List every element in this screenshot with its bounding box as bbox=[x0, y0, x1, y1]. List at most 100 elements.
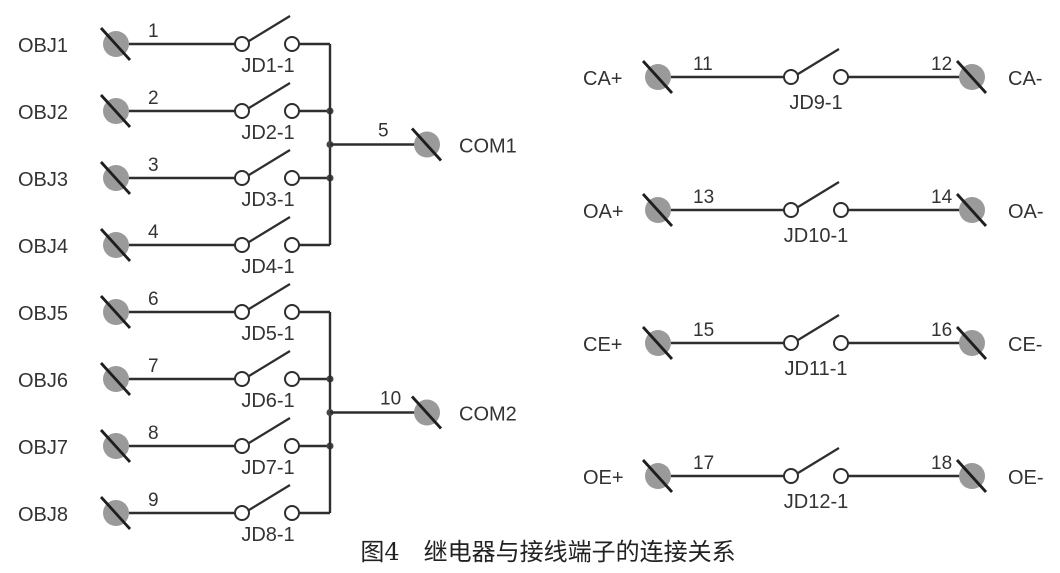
relay-contact-left bbox=[234, 438, 250, 454]
pair-right-number: 14 bbox=[931, 187, 953, 208]
relay-blade bbox=[248, 484, 291, 511]
terminal-number: 3 bbox=[148, 155, 159, 176]
pair-left-number: 17 bbox=[693, 453, 714, 474]
relay-label: JD2-1 bbox=[241, 122, 294, 144]
relay-switch-icon bbox=[234, 417, 300, 454]
relay-switch-icon bbox=[234, 283, 300, 320]
relay-switch-icon bbox=[783, 48, 849, 85]
terminal-slash bbox=[641, 459, 674, 493]
terminal-slash bbox=[99, 94, 132, 128]
relay-contact-right bbox=[284, 304, 300, 320]
relay-contact-left bbox=[783, 335, 799, 351]
relay-switch-icon bbox=[234, 216, 300, 253]
terminal-icon bbox=[955, 193, 988, 227]
channel-label: OBJ3 bbox=[18, 169, 68, 191]
relay-label: JD5-1 bbox=[241, 323, 294, 345]
common-terminal-number: 10 bbox=[380, 389, 401, 410]
relay-blade bbox=[797, 314, 840, 341]
terminal-slash bbox=[955, 459, 988, 493]
relay-contact-left bbox=[234, 371, 250, 387]
relay-blade bbox=[797, 48, 840, 75]
pair-right-number: 12 bbox=[931, 54, 952, 75]
channel-label: OBJ1 bbox=[18, 35, 68, 57]
terminal-icon bbox=[410, 395, 443, 430]
pair-left-number: 13 bbox=[693, 187, 714, 208]
terminal-number: 9 bbox=[148, 490, 159, 511]
pair-right-label: OA- bbox=[1008, 201, 1044, 223]
relay-contact-left bbox=[783, 468, 799, 484]
terminal-icon bbox=[99, 94, 132, 128]
relay-switch-icon bbox=[783, 181, 849, 218]
terminal-slash bbox=[955, 60, 988, 94]
terminal-slash bbox=[99, 295, 132, 329]
terminal-number: 2 bbox=[148, 88, 159, 109]
channel-label: OBJ8 bbox=[18, 504, 68, 526]
terminal-icon bbox=[99, 295, 132, 329]
relay-blade bbox=[797, 181, 840, 208]
pair-right-number: 18 bbox=[931, 453, 952, 474]
terminal-number: 7 bbox=[148, 356, 159, 377]
terminal-slash bbox=[99, 228, 132, 262]
relay-contact-left bbox=[234, 103, 250, 119]
relay-label: JD6-1 bbox=[241, 390, 294, 412]
relay-blade bbox=[248, 283, 291, 310]
terminal-icon bbox=[99, 496, 132, 530]
relay-contact-left bbox=[783, 202, 799, 218]
terminal-slash bbox=[641, 193, 674, 227]
pair-right-number: 16 bbox=[931, 320, 952, 341]
obj-relay-block: OBJ11JD1-1OBJ22JD2-1OBJ33JD3-1OBJ44JD4-1… bbox=[18, 15, 517, 546]
relay-contact-left bbox=[783, 69, 799, 85]
relay-group-com2: OBJ56JD5-1OBJ67JD6-1OBJ78JD7-1OBJ89JD8-1… bbox=[18, 283, 517, 546]
relay-contact-left bbox=[234, 237, 250, 253]
terminal-slash bbox=[99, 161, 132, 195]
terminal-icon bbox=[99, 161, 132, 195]
channel-label: OBJ5 bbox=[18, 303, 68, 325]
relay-contact-left bbox=[234, 170, 250, 186]
channel-label: OBJ2 bbox=[18, 102, 68, 124]
terminal-slash bbox=[641, 326, 674, 360]
relay-contact-left bbox=[234, 505, 250, 521]
relay-label: JD7-1 bbox=[241, 457, 294, 479]
relay-label: JD10-1 bbox=[784, 225, 848, 247]
relay-blade bbox=[248, 417, 291, 444]
relay-blade bbox=[248, 350, 291, 377]
relay-contact-right bbox=[284, 36, 300, 52]
terminal-icon bbox=[410, 127, 443, 162]
relay-label: JD4-1 bbox=[241, 256, 294, 278]
terminal-icon bbox=[641, 60, 674, 94]
figure-caption: 图4 继电器与接线端子的连接关系 bbox=[360, 538, 735, 566]
terminal-number: 1 bbox=[148, 21, 159, 42]
relay-switch-icon bbox=[234, 149, 300, 186]
relay-blade bbox=[248, 82, 291, 109]
pair-left-label: CA+ bbox=[583, 68, 622, 90]
relay-switch-icon bbox=[783, 447, 849, 484]
terminal-icon bbox=[955, 459, 988, 493]
relay-contact-right bbox=[833, 468, 849, 484]
terminal-slash bbox=[641, 60, 674, 94]
terminal-icon bbox=[641, 326, 674, 360]
terminal-icon bbox=[955, 60, 988, 94]
pair-left-number: 15 bbox=[693, 320, 714, 341]
common-label: COM1 bbox=[459, 136, 517, 158]
terminal-number: 4 bbox=[148, 222, 159, 243]
terminal-icon bbox=[641, 459, 674, 493]
terminal-slash bbox=[410, 395, 443, 430]
terminal-slash bbox=[99, 429, 132, 463]
relay-switch-icon bbox=[234, 484, 300, 521]
relay-contact-right bbox=[833, 69, 849, 85]
terminal-icon bbox=[99, 27, 132, 61]
relay-contact-right bbox=[284, 438, 300, 454]
channel-label: OBJ7 bbox=[18, 437, 68, 459]
relay-contact-right bbox=[833, 202, 849, 218]
pair-right-label: CE- bbox=[1008, 334, 1042, 356]
